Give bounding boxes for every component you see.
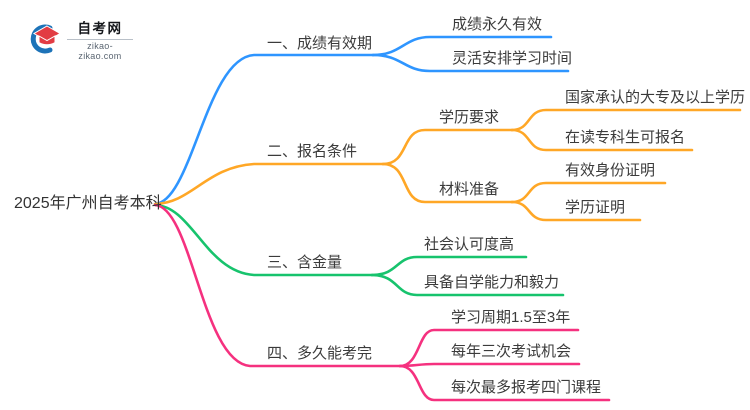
branch-4-child-3: 每次最多报考四门课程 (451, 379, 602, 396)
branch-2-sub-1-child-2: 在读专科生可报名 (565, 129, 686, 146)
branch-3-topic: 三、含金量 (267, 254, 343, 271)
branch-2-sub-2-child-1: 有效身份证明 (565, 162, 656, 179)
branch-3-line (153, 203, 374, 277)
branch-4-line (153, 203, 402, 368)
branch-4-child-2-line (398, 362, 581, 368)
branch-2-line (153, 162, 385, 206)
site-url: zikao-zikao.com (78, 41, 122, 61)
branch-1-child-2: 灵活安排学习时间 (452, 50, 573, 67)
branch-3-child-2-line (370, 273, 565, 297)
branch-1-child-1: 成绩永久有效 (452, 16, 543, 33)
branch-2-sub-1-child-2-line (510, 128, 694, 152)
branch-4-child-2: 每年三次考试机会 (451, 343, 572, 360)
branch-1-line (153, 53, 375, 206)
branch-4-child-1: 学习周期1.5至3年 (451, 309, 571, 326)
branch-4-topic: 四、多久能考完 (267, 345, 373, 362)
branch-1-child-2-line (371, 53, 570, 73)
branch-2-sub-1-line (381, 128, 514, 166)
branch-2-sub-2-line (381, 162, 514, 204)
branch-2-sub-1-child-1-line (510, 108, 742, 132)
branch-4-child-3-line (398, 364, 611, 402)
root-topic: 2025年广州自考本科 (14, 195, 162, 212)
branch-2-topic: 二、报名条件 (267, 143, 358, 160)
branch-2-sub-2-child-2-line (510, 200, 642, 222)
branch-3-child-1: 社会认可度高 (424, 236, 515, 253)
branch-1-topic: 一、成绩有效期 (267, 35, 373, 52)
graduation-cap-icon (28, 24, 62, 59)
logo-divider (67, 39, 133, 40)
branch-2-sub-1-child-1: 国家承认的大专及以上学历 (565, 89, 746, 106)
branch-2-sub-2: 材料准备 (439, 181, 500, 198)
branch-2-sub-1: 学历要求 (439, 109, 500, 126)
branch-3-child-2: 具备自学能力和毅力 (424, 274, 560, 291)
site-name: 自考网 (77, 21, 123, 36)
site-logo: 自考网 zikao-zikao.com (28, 21, 133, 61)
site-logo-text: 自考网 zikao-zikao.com (67, 21, 133, 61)
branch-2-sub-2-child-2: 学历证明 (565, 199, 626, 216)
